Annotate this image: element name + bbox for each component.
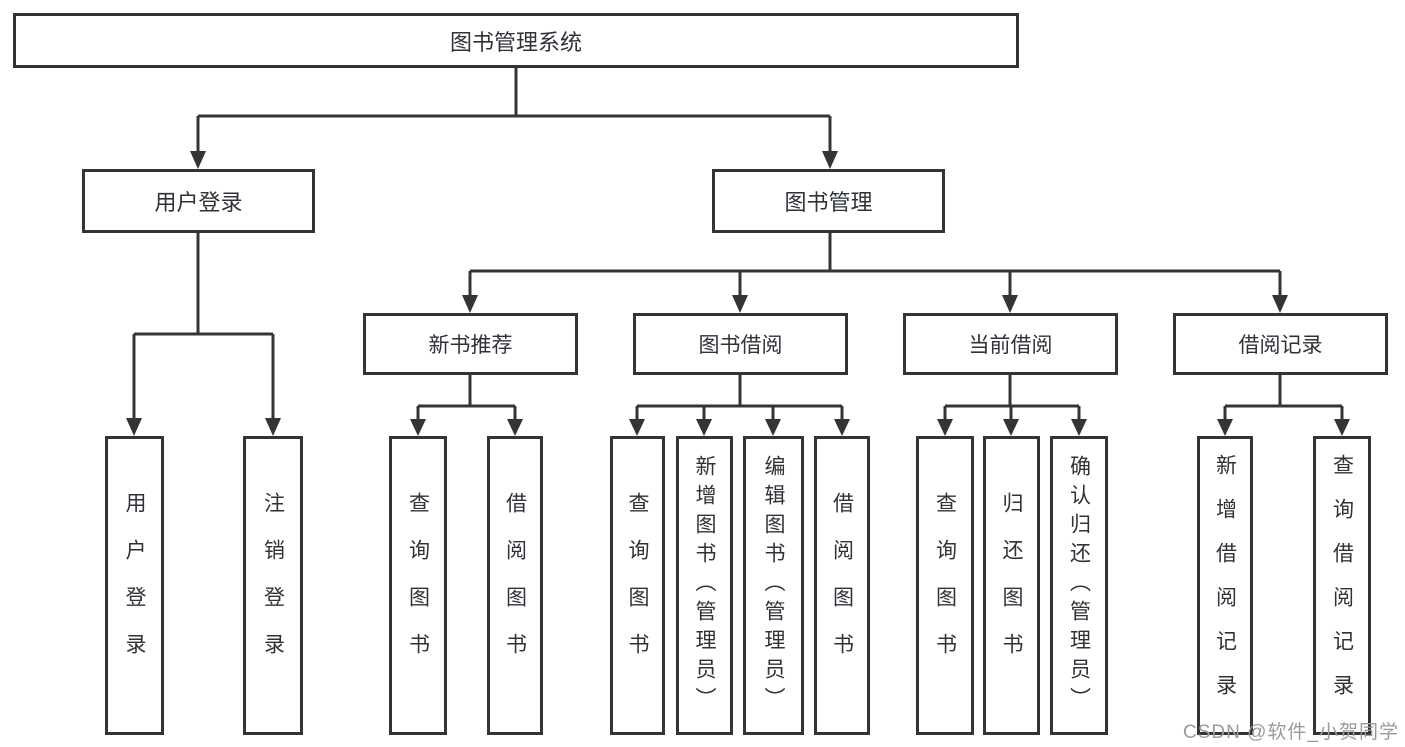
node-leaf-borrow-books-recommend: 借阅图书 bbox=[487, 436, 543, 735]
node-root-label: 图书管理系统 bbox=[449, 29, 582, 55]
node-borrowing-records: 借阅记录 bbox=[1173, 313, 1388, 375]
node-leaf-edit-books-admin: 编辑图书（管理员） bbox=[743, 436, 804, 735]
node-label: 编辑图书（管理员） bbox=[762, 455, 785, 716]
node-label: 查询借阅记录 bbox=[1330, 453, 1354, 718]
node-book-borrowing: 图书借阅 bbox=[633, 313, 848, 375]
node-leaf-add-books-admin: 新增图书（管理员） bbox=[676, 436, 733, 735]
node-label: 确认归还（管理员） bbox=[1067, 455, 1091, 716]
node-leaf-query-books-borrowing: 查询图书 bbox=[610, 436, 665, 735]
node-current-borrowing: 当前借阅 bbox=[903, 313, 1118, 375]
node-book-management-branch: 图书管理 bbox=[712, 169, 945, 233]
node-label: 用户登录 bbox=[123, 491, 146, 680]
node-label: 图书管理 bbox=[784, 190, 873, 215]
node-leaf-query-borrow-record: 查询借阅记录 bbox=[1313, 436, 1371, 735]
node-leaf-logout: 注销登录 bbox=[243, 436, 303, 735]
node-label: 新增图书（管理员） bbox=[693, 455, 716, 716]
node-label: 查询图书 bbox=[626, 491, 649, 680]
node-leaf-return-books: 归还图书 bbox=[983, 436, 1040, 735]
node-label: 当前借阅 bbox=[968, 334, 1053, 357]
node-new-book-recommendation: 新书推荐 bbox=[363, 313, 578, 375]
node-label: 查询图书 bbox=[933, 491, 957, 680]
node-leaf-confirm-return-admin: 确认归还（管理员） bbox=[1050, 436, 1108, 735]
node-leaf-add-borrow-record: 新增借阅记录 bbox=[1197, 436, 1253, 735]
node-root-library-system: 图书管理系统 bbox=[13, 13, 1019, 68]
node-label: 图书借阅 bbox=[698, 334, 783, 357]
node-label: 新书推荐 bbox=[428, 334, 513, 357]
node-leaf-query-books-current: 查询图书 bbox=[916, 436, 974, 735]
node-label: 借阅图书 bbox=[503, 491, 527, 680]
node-label: 新增借阅记录 bbox=[1213, 453, 1237, 718]
node-user-login-branch: 用户登录 bbox=[82, 169, 315, 233]
node-label: 借阅图书 bbox=[830, 491, 854, 680]
node-label: 用户登录 bbox=[154, 190, 243, 215]
node-label: 查询图书 bbox=[406, 491, 430, 680]
node-label: 归还图书 bbox=[1000, 491, 1023, 680]
node-leaf-borrow-books: 借阅图书 bbox=[814, 436, 870, 735]
node-label: 借阅记录 bbox=[1238, 334, 1323, 357]
node-label: 注销登录 bbox=[261, 491, 285, 680]
node-leaf-query-books-recommend: 查询图书 bbox=[389, 436, 447, 735]
node-leaf-user-login: 用户登录 bbox=[105, 436, 164, 735]
